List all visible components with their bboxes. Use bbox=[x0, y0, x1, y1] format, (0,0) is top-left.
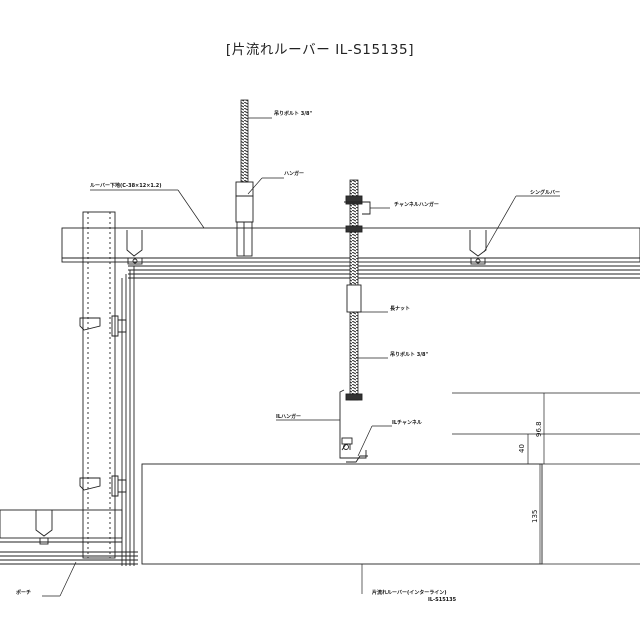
label-louver-code: IL-S15135 bbox=[428, 597, 457, 603]
label-porch: ポーチ bbox=[16, 589, 31, 596]
porch-rail bbox=[0, 509, 138, 565]
hanger bbox=[235, 181, 254, 257]
dimension-96-8: 96.8 bbox=[535, 421, 543, 437]
label-suspension-bolt-mid: 吊りボルト 3/8" bbox=[390, 351, 429, 358]
drawing-title: [片流れルーバー IL-S15135] bbox=[225, 42, 415, 58]
il-channel bbox=[341, 437, 368, 463]
dimension-135: 135 bbox=[531, 510, 539, 523]
label-single-bar: シングルバー bbox=[530, 189, 560, 196]
base-clip-right bbox=[469, 230, 487, 265]
label-il-hanger: ILハンガー bbox=[276, 413, 301, 420]
label-il-channel: ILチャンネル bbox=[392, 419, 422, 426]
label-louver-product: 片流れルーバー(インターライン) bbox=[372, 589, 447, 596]
vertical-post bbox=[79, 211, 135, 566]
label-louver-base: ルーバー下地(C-38×12×1.2) bbox=[90, 182, 162, 189]
dimension-lines bbox=[452, 392, 640, 565]
leader-lines bbox=[42, 117, 560, 597]
label-channel-hanger: チャンネルハンガー bbox=[394, 201, 439, 208]
label-long-nut: 長ナット bbox=[390, 305, 410, 312]
il-hanger bbox=[339, 389, 367, 459]
louver-blade bbox=[141, 463, 543, 565]
long-nut bbox=[346, 284, 362, 313]
label-hanger: ハンガー bbox=[284, 170, 304, 177]
dimension-40: 40 bbox=[518, 444, 526, 453]
label-suspension-bolt-top: 吊りボルト 3/8" bbox=[274, 110, 313, 117]
suspension-bolt-top bbox=[240, 99, 249, 183]
base-clip-left bbox=[126, 230, 143, 265]
